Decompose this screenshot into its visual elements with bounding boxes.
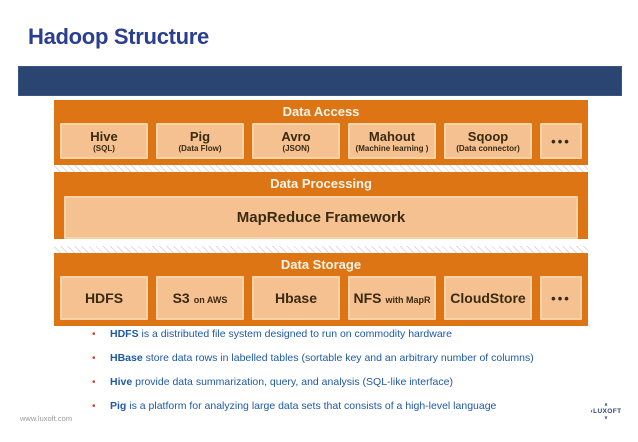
data-processing-label: Data Processing xyxy=(270,176,372,191)
page-title: Hadoop Structure xyxy=(28,24,209,49)
node-hive: Hive (SQL) xyxy=(60,123,148,159)
bullet-text: HDFS is a distributed file system design… xyxy=(110,328,452,340)
title-underline-bar xyxy=(18,66,622,96)
node-sqoop-title: Sqoop xyxy=(467,128,509,144)
ellipsis-icon: ••• xyxy=(551,133,571,149)
node-cloudstore-title: CloudStore xyxy=(450,290,526,306)
logo-down-arrow-icon: ∨ xyxy=(604,415,608,421)
bullet-item-hdfs: • HDFS is a distributed file system desi… xyxy=(92,328,602,352)
node-mapreduce-title: MapReduce Framework xyxy=(236,209,406,226)
footer-url: www.luxoft.com xyxy=(20,414,73,423)
node-pig-title: Pig xyxy=(189,128,211,144)
logo-up-arrow-icon: ∧ xyxy=(604,402,608,408)
bullet-item-hive: • Hive provide data summarization, query… xyxy=(92,376,602,400)
node-hdfs: HDFS xyxy=(60,276,148,320)
data-storage-label: Data Storage xyxy=(280,257,362,272)
node-s3-subtitle: on AWS xyxy=(193,295,228,305)
section-data-storage: Data Storage HDFS S3 on AWS Hbase NFS wi… xyxy=(54,253,588,326)
node-nfs-title: NFS xyxy=(353,290,382,306)
node-hive-subtitle: (SQL) xyxy=(93,143,115,153)
node-nfs-subtitle: with MapR xyxy=(385,295,431,305)
node-avro-subtitle: (JSON) xyxy=(282,143,310,153)
hadoop-structure-diagram: Data Access Hive (SQL) Pig (Data Flow) A… xyxy=(54,100,588,326)
data-access-row: Hive (SQL) Pig (Data Flow) Avro (JSON) M… xyxy=(54,122,588,165)
node-storage-ellipsis: ••• xyxy=(540,276,582,320)
bullet-icon: • xyxy=(92,329,96,340)
node-pig: Pig (Data Flow) xyxy=(156,123,244,159)
bullet-item-pig: • Pig is a platform for analyzing large … xyxy=(92,400,602,424)
section-divider xyxy=(54,165,588,172)
bullet-list: • HDFS is a distributed file system desi… xyxy=(92,328,602,424)
section-data-access: Data Access Hive (SQL) Pig (Data Flow) A… xyxy=(54,100,588,165)
node-access-ellipsis: ••• xyxy=(540,123,582,159)
node-sqoop-subtitle: (Data connector) xyxy=(456,143,520,153)
node-pig-subtitle: (Data Flow) xyxy=(178,143,222,153)
logo-wordmark: ‹LUXOFT xyxy=(590,408,622,415)
bullet-icon: • xyxy=(92,353,96,364)
bullet-text: HBase store data rows in labelled tables… xyxy=(110,352,534,364)
data-access-label: Data Access xyxy=(282,104,360,119)
section-data-processing: Data Processing MapReduce Framework xyxy=(54,172,588,239)
node-s3-title: S3 xyxy=(172,290,190,306)
bullet-item-hbase: • HBase store data rows in labelled tabl… xyxy=(92,352,602,376)
node-mahout-title: Mahout xyxy=(368,128,416,144)
node-s3: S3 on AWS xyxy=(156,276,244,320)
node-avro-title: Avro xyxy=(281,128,311,144)
node-hive-title: Hive xyxy=(90,128,118,144)
node-hdfs-title: HDFS xyxy=(84,290,124,306)
node-sqoop: Sqoop (Data connector) xyxy=(444,123,532,159)
node-mahout-subtitle: (Machine learning ) xyxy=(355,143,429,153)
bullet-text: Pig is a platform for analyzing large da… xyxy=(110,400,497,412)
node-avro: Avro (JSON) xyxy=(252,123,340,159)
node-nfs: NFS with MapR xyxy=(348,276,436,320)
bullet-icon: • xyxy=(92,401,96,412)
section-divider xyxy=(54,246,588,253)
node-cloudstore: CloudStore xyxy=(444,276,532,320)
node-mapreduce-framework: MapReduce Framework xyxy=(64,196,578,239)
ellipsis-icon: ••• xyxy=(551,290,571,306)
bullet-icon: • xyxy=(92,377,96,388)
luxoft-logo: ∧ ‹LUXOFT ∨ xyxy=(584,403,628,421)
node-hbase: Hbase xyxy=(252,276,340,320)
node-hbase-title: Hbase xyxy=(274,290,318,306)
data-storage-row: HDFS S3 on AWS Hbase NFS with MapR Cloud… xyxy=(54,275,588,326)
node-mahout: Mahout (Machine learning ) xyxy=(348,123,436,159)
bullet-text: Hive provide data summarization, query, … xyxy=(110,376,453,388)
